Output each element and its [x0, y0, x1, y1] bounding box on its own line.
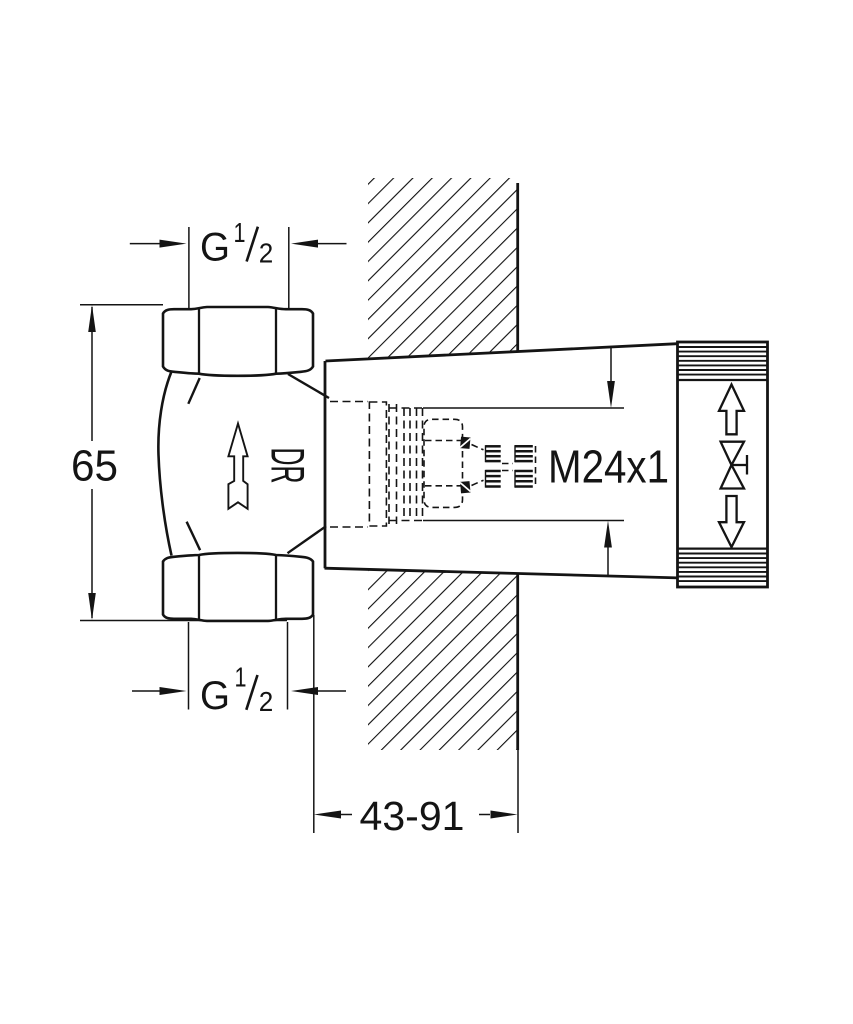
svg-text:G: G — [200, 226, 230, 270]
svg-text:M24x1: M24x1 — [548, 441, 669, 493]
svg-text:2: 2 — [259, 686, 274, 717]
svg-text:DR: DR — [262, 448, 314, 484]
svg-text:1: 1 — [235, 662, 247, 693]
svg-text:43-91: 43-91 — [360, 793, 465, 839]
svg-text:2: 2 — [259, 238, 274, 269]
svg-text:1: 1 — [234, 217, 246, 248]
svg-text:G: G — [200, 674, 230, 718]
svg-text:65: 65 — [71, 442, 118, 491]
